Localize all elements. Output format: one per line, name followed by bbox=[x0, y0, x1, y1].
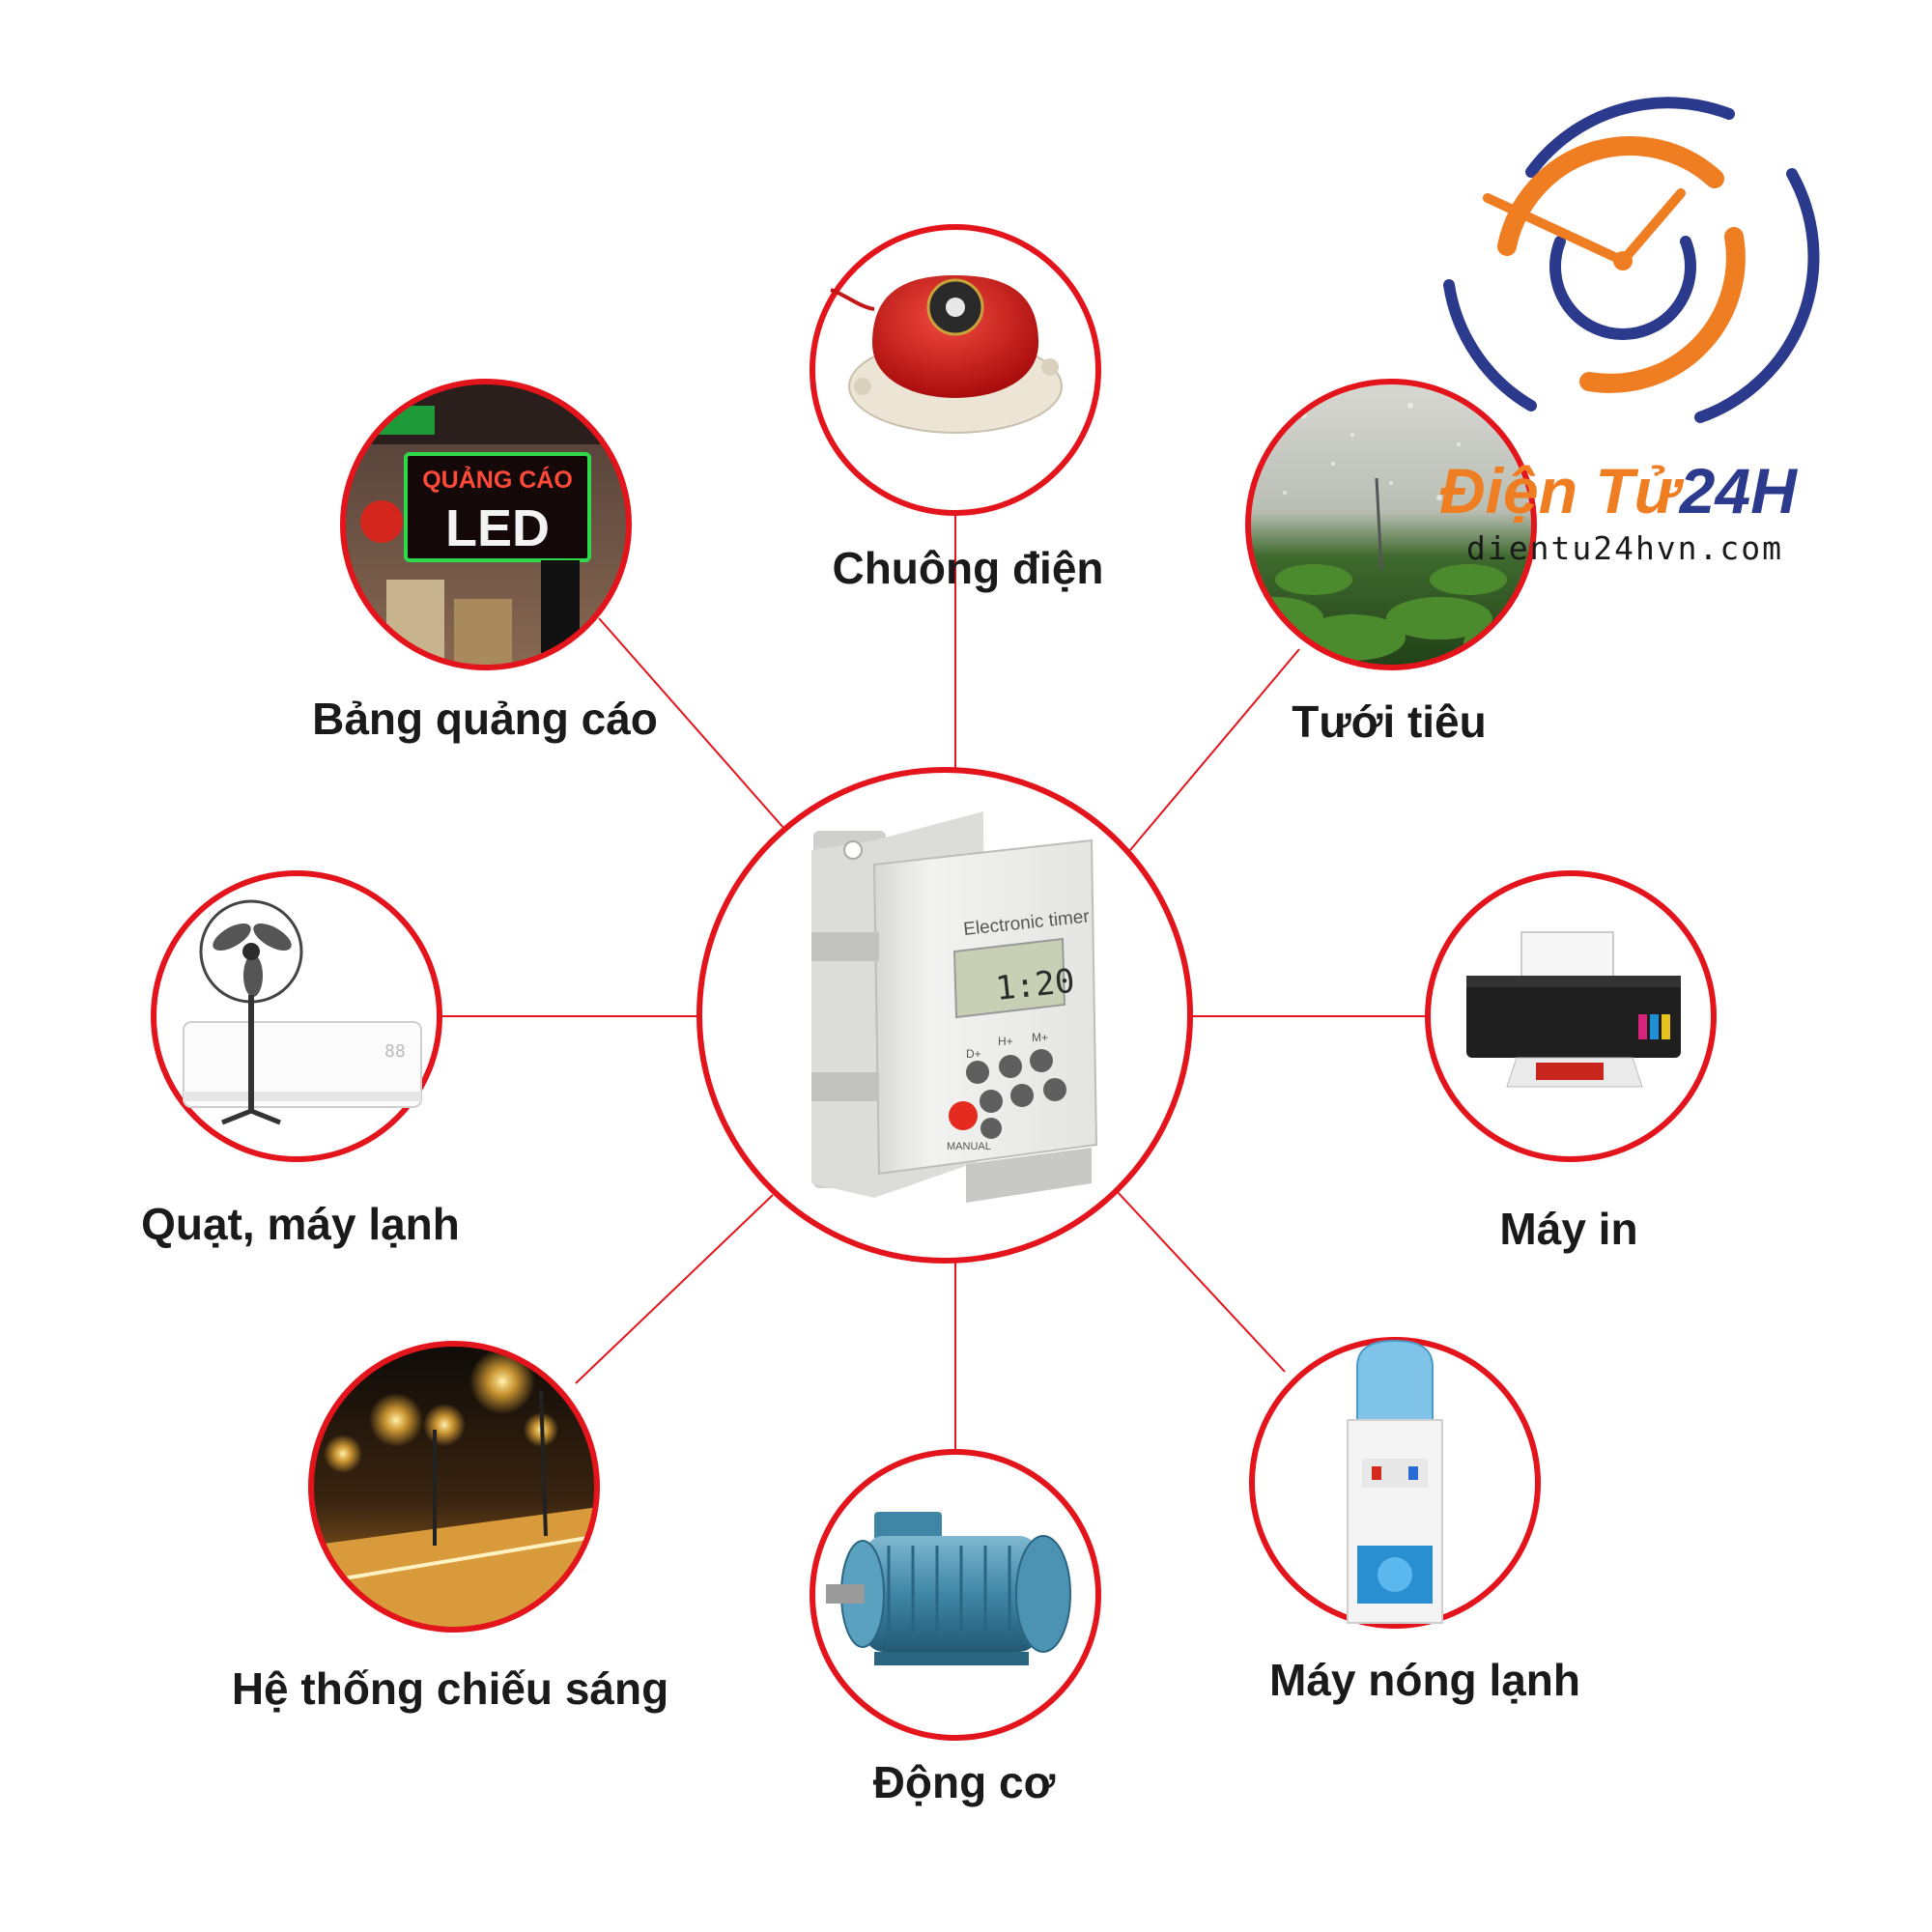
timer-button-label-day: D+ bbox=[966, 1047, 981, 1061]
ring-billboard bbox=[340, 379, 632, 670]
label-water-dispenser: Máy nóng lạnh bbox=[1269, 1655, 1580, 1705]
ring-fan-ac bbox=[151, 870, 442, 1162]
ring-irrigation bbox=[1245, 379, 1537, 670]
node-motor bbox=[810, 1449, 1101, 1741]
electronic-timer-icon: Electronic timer 1:20 D+ H+ M+ MANUAL bbox=[811, 811, 1098, 1203]
brand-name: Điện Tử24H bbox=[1439, 454, 1797, 527]
printer-icon bbox=[1466, 931, 1681, 1088]
fan-air-conditioner-icon: 88 bbox=[183, 899, 422, 1125]
brand-name-part1: Điện Tử bbox=[1439, 455, 1680, 526]
timer-button-day[interactable] bbox=[966, 1061, 989, 1084]
timer-button-label-minute: M+ bbox=[1032, 1031, 1048, 1044]
label-motor: Động cơ bbox=[872, 1757, 1056, 1807]
brand-name-part2: 24H bbox=[1679, 455, 1797, 526]
connector-irrigation bbox=[1129, 648, 1300, 851]
label-electric-bell: Chuông điện bbox=[832, 543, 1104, 593]
timer-button-recall[interactable] bbox=[1010, 1084, 1034, 1107]
connector-water-dispenser bbox=[1115, 1189, 1286, 1373]
timer-button-timer[interactable] bbox=[980, 1118, 1002, 1139]
water-dispenser-icon bbox=[1347, 1339, 1443, 1624]
billboard-sign-line2: LED bbox=[445, 499, 550, 557]
label-fan-ac: Quạt, máy lạnh bbox=[141, 1199, 460, 1249]
ac-display: 88 bbox=[384, 1041, 406, 1062]
timer-button-clock[interactable] bbox=[980, 1090, 1003, 1113]
node-electric-bell bbox=[810, 224, 1101, 516]
billboard-sign-line1: QUẢNG CÁO bbox=[422, 465, 573, 494]
timer-button-minute[interactable] bbox=[1030, 1049, 1053, 1072]
electric-motor-icon bbox=[826, 1512, 1071, 1665]
connector-billboard bbox=[598, 617, 785, 830]
connector-lines bbox=[440, 512, 1428, 1452]
timer-manual-label: MANUAL bbox=[947, 1141, 991, 1152]
electric-bell-icon bbox=[830, 275, 1063, 434]
ring-lighting bbox=[308, 1341, 600, 1633]
timer-display-value: 1:20 bbox=[994, 962, 1077, 1009]
node-water-dispenser bbox=[1249, 1337, 1541, 1629]
timer-button-hour[interactable] bbox=[999, 1055, 1022, 1078]
node-printer bbox=[1425, 870, 1717, 1162]
connector-lighting bbox=[575, 1194, 774, 1384]
label-lighting: Hệ thống chiếu sáng bbox=[231, 1663, 669, 1714]
label-billboard: Bảng quảng cáo bbox=[312, 694, 658, 744]
timer-button-label-hour: H+ bbox=[998, 1035, 1013, 1048]
timer-button-cancel[interactable] bbox=[1043, 1078, 1066, 1101]
brand-logo bbox=[1443, 97, 1820, 423]
brand-url: dientu24hvn.com bbox=[1466, 529, 1784, 567]
node-fan-ac: 88 bbox=[151, 870, 442, 1162]
label-irrigation: Tưới tiêu bbox=[1292, 696, 1487, 747]
node-lighting bbox=[308, 1341, 600, 1633]
label-printer: Máy in bbox=[1499, 1204, 1638, 1254]
node-billboard: QUẢNG CÁO LED bbox=[340, 379, 632, 670]
timer-manual-button[interactable] bbox=[949, 1101, 978, 1130]
center-timer-node: Electronic timer 1:20 D+ H+ M+ MANUAL bbox=[696, 767, 1193, 1264]
